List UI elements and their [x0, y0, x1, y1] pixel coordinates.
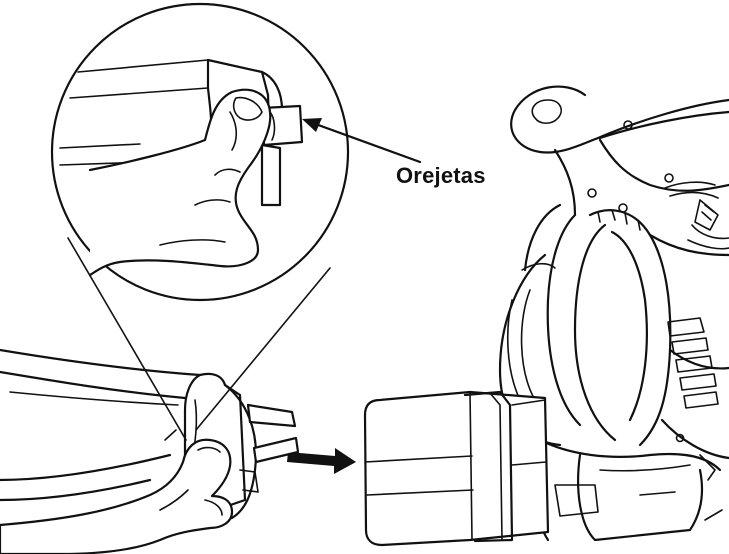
insertion-arrow [287, 448, 356, 474]
callout-arrow [302, 118, 422, 164]
hand-lower [0, 438, 234, 554]
blower-body [498, 85, 729, 542]
callout-label-lugs: Orejetas [396, 163, 486, 188]
magnified-detail [50, 2, 350, 302]
battery-pack [363, 390, 550, 547]
magnifier-cone [67, 237, 331, 441]
